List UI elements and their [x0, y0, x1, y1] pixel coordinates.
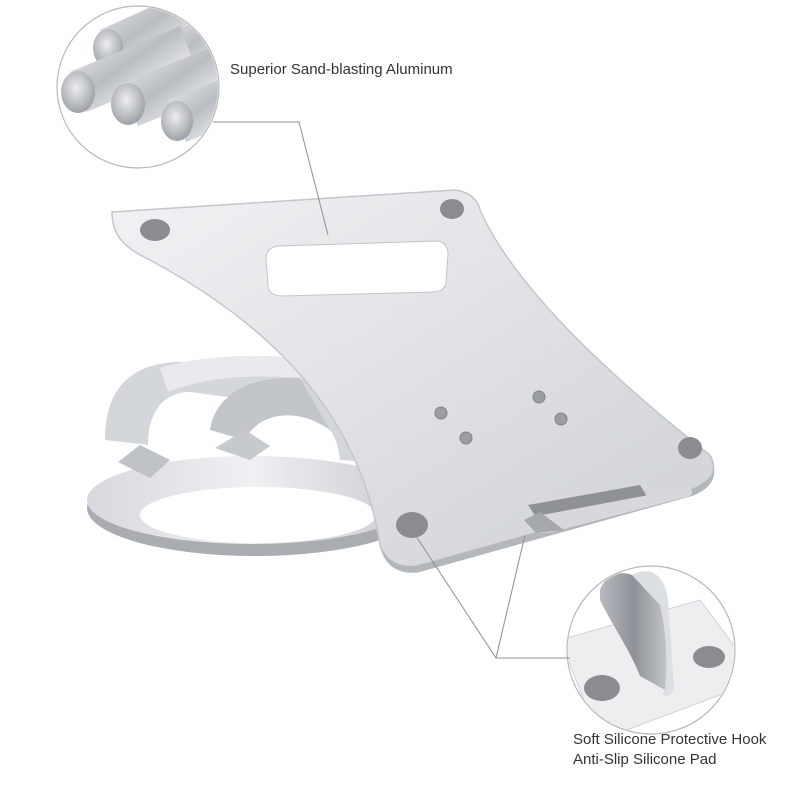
screw [459, 431, 473, 445]
silicone-pad [140, 219, 170, 241]
screw [554, 412, 568, 426]
aluminum-rods-callout [56, 5, 220, 169]
laptop-plate [111, 189, 715, 573]
screw [532, 390, 546, 404]
rotating-base [87, 456, 423, 556]
callout-pad-label: Anti-Slip Silicone Pad [573, 751, 717, 768]
silicone-pad [396, 512, 428, 538]
silicone-pad [440, 199, 464, 219]
protective-hook [524, 485, 693, 533]
leader-line-aluminum [213, 121, 329, 236]
aluminum-rod [161, 64, 218, 142]
leader-line-hook [495, 534, 526, 659]
silicone-pad [693, 646, 725, 668]
aluminum-rod [111, 40, 218, 126]
screw [434, 406, 448, 420]
plate-cutout [265, 240, 449, 297]
leader-lines [213, 121, 570, 659]
callout-hook-label: Soft Silicone Protective Hook [573, 731, 767, 748]
aluminum-rod [61, 26, 196, 113]
silicone-pad [584, 675, 620, 701]
callout-aluminum-label: Superior Sand-blasting Aluminum [230, 61, 453, 78]
hook-closeup-callout [566, 565, 736, 735]
silicone-pad [678, 437, 702, 459]
